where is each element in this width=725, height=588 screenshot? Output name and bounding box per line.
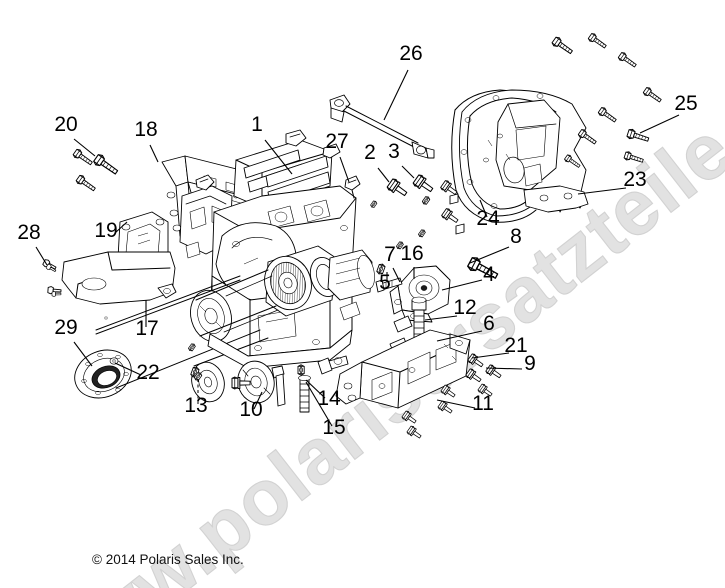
leader-line-8 — [469, 246, 510, 264]
callout-6[interactable]: 6 — [483, 312, 495, 335]
leader-line-7 — [392, 267, 401, 283]
leader-line-11 — [436, 399, 476, 409]
part-engine-mount-bracket — [389, 265, 451, 323]
callout-1[interactable]: 1 — [251, 113, 263, 136]
leader-line-2 — [377, 167, 390, 183]
part-stud — [375, 277, 403, 293]
callout-29[interactable]: 29 — [54, 316, 77, 339]
callout-21[interactable]: 21 — [504, 334, 527, 357]
part-bolt-14 — [317, 355, 349, 375]
part-sensor — [344, 175, 361, 199]
leader-line-27 — [339, 156, 350, 183]
callout-17[interactable]: 17 — [135, 317, 158, 340]
leader-line-10 — [253, 391, 263, 410]
leader-line-24 — [479, 199, 488, 218]
callout-14[interactable]: 14 — [317, 387, 341, 410]
callout-12[interactable]: 12 — [453, 296, 476, 319]
leader-line-20 — [73, 138, 96, 157]
callout-2[interactable]: 2 — [364, 141, 376, 164]
part-ground-cable — [329, 94, 435, 159]
leader-line-26 — [383, 69, 409, 121]
callout-28[interactable]: 28 — [17, 221, 40, 244]
leader-line-9 — [485, 367, 523, 370]
callout-13[interactable]: 13 — [184, 394, 207, 417]
callout-4[interactable]: 4 — [483, 263, 495, 286]
callout-19[interactable]: 19 — [94, 219, 117, 242]
part-idler-pulley — [237, 360, 286, 407]
callout-8[interactable]: 8 — [510, 225, 522, 248]
part-engine-assembly — [95, 129, 375, 403]
leader-line-14 — [305, 379, 326, 399]
callout-3[interactable]: 3 — [388, 140, 400, 163]
callout-7[interactable]: 7 — [384, 243, 396, 266]
leader-line-18 — [149, 144, 159, 163]
leader-line-23 — [577, 187, 627, 195]
leader-line-25 — [639, 114, 680, 134]
leader-line-6 — [436, 330, 483, 342]
callout-22[interactable]: 22 — [136, 361, 159, 384]
callout-23[interactable]: 23 — [623, 168, 646, 191]
callout-25[interactable]: 25 — [674, 92, 697, 115]
part-mounting-rail — [335, 329, 471, 409]
callout-15[interactable]: 15 — [322, 416, 345, 439]
leader-line-29 — [73, 341, 93, 367]
leader-line-21 — [471, 352, 510, 359]
part-clutch-housing-cover — [449, 89, 589, 235]
leader-line-12 — [424, 315, 458, 321]
callout-20[interactable]: 20 — [54, 113, 77, 136]
callout-26[interactable]: 26 — [399, 42, 422, 65]
callout-9[interactable]: 9 — [524, 352, 536, 375]
leader-line-3 — [401, 165, 415, 179]
leader-line-4 — [441, 279, 483, 291]
leader-line-1 — [264, 139, 293, 175]
leader-lines — [35, 69, 680, 427]
callout-5[interactable]: 5 — [379, 271, 391, 294]
leader-line-28 — [35, 246, 48, 266]
callout-27[interactable]: 27 — [325, 130, 348, 153]
part-heat-shield — [61, 251, 177, 305]
leader-line-19 — [114, 221, 128, 234]
callout-11[interactable]: 11 — [472, 392, 494, 415]
leader-line-22 — [114, 362, 142, 376]
copyright-notice: © 2014 Polaris Sales Inc. — [92, 552, 244, 567]
leader-line-15 — [305, 381, 333, 427]
callout-16[interactable]: 16 — [400, 242, 423, 265]
callout-18[interactable]: 18 — [134, 118, 157, 141]
part-long-stud — [297, 364, 311, 413]
callout-10[interactable]: 10 — [239, 398, 262, 421]
callout-24[interactable]: 24 — [476, 207, 500, 230]
